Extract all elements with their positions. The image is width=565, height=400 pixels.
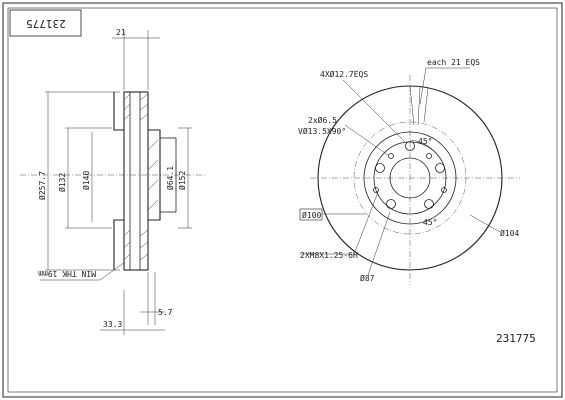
note-thread: 2XM8X1.25-6H: [300, 251, 358, 260]
dim-d152: Ø152: [177, 171, 187, 190]
friction-ring: [123, 91, 149, 271]
note-each-21: each 21 EQS: [427, 58, 480, 67]
min-thk-note: MIN THK 19mm: [38, 269, 96, 278]
bolt-hole: [375, 163, 385, 173]
hat-section: [113, 92, 124, 270]
note-countersink: VØ13.5X90°: [298, 126, 346, 136]
bolt-hole: [386, 199, 396, 209]
section-hatching: [123, 93, 159, 261]
locating-hole: [388, 153, 394, 159]
dim-d100: Ø100: [302, 210, 321, 220]
note-2x-holes: 2xØ6.5: [308, 115, 337, 125]
part-number-box: 231775: [9, 9, 82, 37]
dim-33-3: 33.3: [103, 320, 122, 329]
dim-21: 21: [116, 28, 126, 37]
dim-d104: Ø104: [500, 228, 519, 238]
dim-d140: Ø140: [81, 171, 91, 190]
dim-d64: Ø64.1: [165, 166, 175, 190]
thread-hole: [373, 187, 379, 193]
bolt-hole: [424, 199, 434, 209]
dim-d257: Ø257.7: [37, 171, 47, 200]
dim-d132: Ø132: [57, 173, 67, 192]
front-view: 4XØ12.7EQS each 21 EQS 2xØ6.5 VØ13.5X90°…: [298, 58, 520, 285]
angle-45-top: 45°: [418, 137, 432, 146]
bolt-hole: [405, 141, 415, 151]
part-number-footer: 231775: [496, 332, 536, 345]
angle-45-bottom: 45°: [423, 218, 437, 227]
bolt-hole: [435, 163, 445, 173]
locating-hole: [426, 153, 432, 159]
part-number-box-text: 231775: [26, 17, 66, 30]
dim-5-7: 5.7: [158, 308, 173, 317]
section-view: 21 Ø257.7 Ø132 Ø140 Ø64.1 Ø152 MIN THK 1…: [20, 28, 205, 335]
dim-d87: Ø87: [360, 273, 375, 283]
thread-hole: [441, 187, 447, 193]
note-4x-holes: 4XØ12.7EQS: [320, 69, 368, 79]
inner-border: [7, 7, 558, 393]
